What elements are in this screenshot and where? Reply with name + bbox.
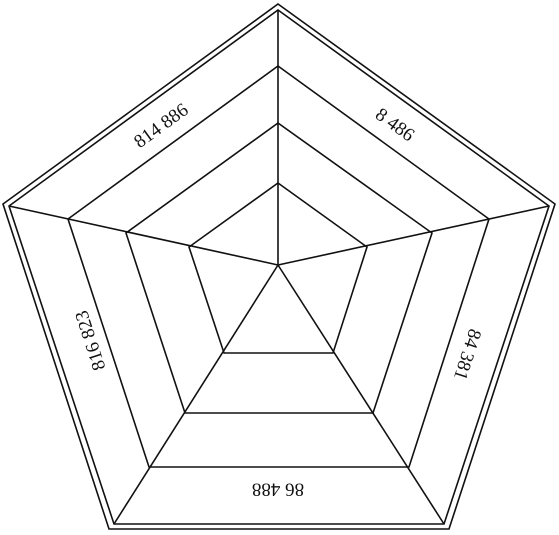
spoke-bottom-right xyxy=(277,264,445,525)
outer-frame-inner-line xyxy=(8,9,550,525)
ring-2 xyxy=(188,182,368,354)
side-label-bottom: 86 488 xyxy=(252,479,304,500)
spoke-right xyxy=(277,205,550,266)
ring-3 xyxy=(125,122,433,414)
side-label-right: 84 381 xyxy=(449,326,485,382)
side-label-upper-left: 814 886 xyxy=(130,99,192,152)
outer-frame-outer-line xyxy=(2,3,556,530)
side-label-upper-right: 8 486 xyxy=(371,104,418,146)
ring-4 xyxy=(67,65,490,468)
spoke-left xyxy=(8,205,279,266)
side-label-left: 816 823 xyxy=(71,308,110,373)
spoke-bottom-left xyxy=(113,264,279,525)
